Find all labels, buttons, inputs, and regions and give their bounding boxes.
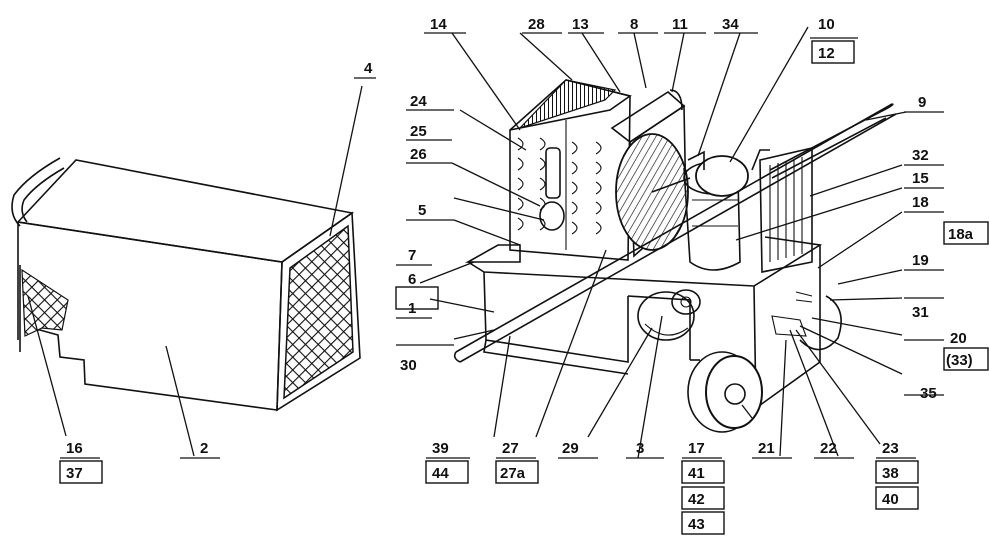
label-boxes bbox=[59, 40, 989, 535]
label-9: 9 bbox=[918, 94, 926, 111]
label-23: 23 bbox=[882, 440, 899, 457]
label-39: 39 bbox=[432, 440, 449, 457]
base-tray bbox=[464, 236, 823, 410]
fan-assembly bbox=[610, 89, 691, 258]
label-underlines bbox=[60, 32, 944, 459]
label-37: 37 bbox=[66, 465, 83, 482]
label-33: (33) bbox=[946, 352, 973, 369]
label-35: 35 bbox=[920, 385, 937, 402]
label-17: 17 bbox=[688, 440, 705, 457]
label-31: 31 bbox=[912, 304, 929, 321]
condenser-coil bbox=[509, 79, 632, 261]
handle-pipe bbox=[453, 103, 897, 363]
label-19: 19 bbox=[912, 252, 929, 269]
label-7: 7 bbox=[408, 247, 416, 264]
label-21: 21 bbox=[758, 440, 775, 457]
wheel bbox=[687, 351, 763, 433]
label-42: 42 bbox=[688, 491, 705, 508]
label-22: 22 bbox=[820, 440, 837, 457]
label-28: 28 bbox=[528, 16, 545, 33]
label-14: 14 bbox=[430, 16, 447, 33]
label-10: 10 bbox=[818, 16, 835, 33]
label-25: 25 bbox=[410, 123, 427, 140]
label-41: 41 bbox=[688, 465, 705, 482]
evaporator-coil bbox=[751, 146, 813, 273]
label-6: 6 bbox=[408, 271, 416, 288]
label-24: 24 bbox=[410, 93, 427, 110]
label-27a: 27a bbox=[500, 465, 526, 482]
label-4: 4 bbox=[364, 60, 373, 77]
label-40: 40 bbox=[882, 491, 899, 508]
label-30: 30 bbox=[400, 357, 417, 374]
label-11: 11 bbox=[672, 16, 688, 33]
label-27: 27 bbox=[502, 440, 519, 457]
label-34: 34 bbox=[722, 16, 739, 33]
housing-cover bbox=[11, 157, 361, 412]
label-2: 2 bbox=[200, 440, 208, 457]
label-13: 13 bbox=[572, 16, 589, 33]
label-8: 8 bbox=[630, 16, 638, 33]
label-18a: 18a bbox=[948, 226, 974, 243]
label-15: 15 bbox=[912, 170, 929, 187]
leader-lines bbox=[27, 26, 907, 459]
label-26: 26 bbox=[410, 146, 427, 163]
label-12: 12 bbox=[818, 45, 835, 62]
motor bbox=[683, 150, 749, 271]
label-18: 18 bbox=[912, 194, 929, 211]
part-labels: 14 28 13 8 11 34 10 12 4 24 25 26 5 7 6 … bbox=[66, 16, 974, 533]
label-44: 44 bbox=[432, 465, 449, 482]
label-3: 3 bbox=[636, 440, 644, 457]
label-16: 16 bbox=[66, 440, 83, 457]
label-38: 38 bbox=[882, 465, 899, 482]
label-20: 20 bbox=[950, 330, 967, 347]
label-5: 5 bbox=[418, 202, 426, 219]
pump bbox=[637, 289, 701, 341]
rear-bracket bbox=[771, 291, 842, 351]
label-32: 32 bbox=[912, 147, 929, 164]
label-29: 29 bbox=[562, 440, 579, 457]
label-43: 43 bbox=[688, 516, 705, 533]
label-1: 1 bbox=[408, 300, 416, 317]
